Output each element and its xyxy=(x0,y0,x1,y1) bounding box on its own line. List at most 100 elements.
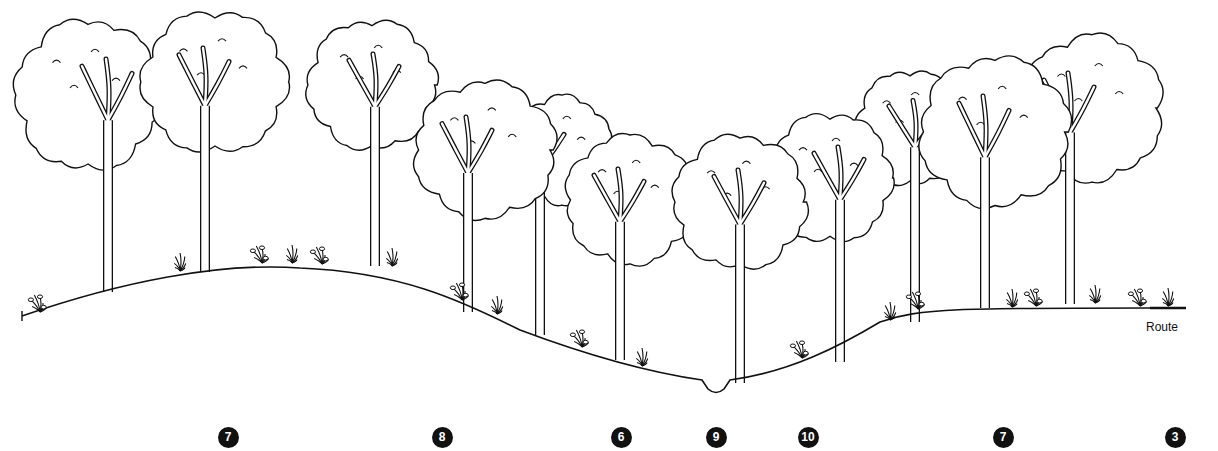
tree-branch xyxy=(373,54,376,107)
tree-branch xyxy=(740,183,764,225)
tree-branch xyxy=(618,169,621,222)
plant-leaf xyxy=(497,296,498,314)
plant-tuft xyxy=(1162,288,1173,306)
plant-leaf xyxy=(497,306,503,314)
tree-branch xyxy=(179,55,205,106)
plant-leaf xyxy=(642,352,647,367)
tree-trunk xyxy=(200,106,210,272)
tree-branch xyxy=(1070,87,1094,133)
tree xyxy=(140,12,290,272)
plant-tuft xyxy=(310,247,328,264)
leaf-mark xyxy=(70,85,78,88)
plant-leaf xyxy=(1012,299,1018,307)
tree-branch xyxy=(840,159,864,199)
tree-branch xyxy=(442,124,468,174)
leaf-mark xyxy=(563,116,571,119)
tree-branch xyxy=(468,130,492,173)
plant-leaf xyxy=(885,306,890,321)
plant-leaf xyxy=(1163,292,1168,307)
plant-leaf xyxy=(392,248,393,266)
plant-leaf xyxy=(1095,289,1100,304)
tree-branch xyxy=(738,170,741,224)
tree-branch xyxy=(814,153,840,200)
tree-branch xyxy=(714,176,740,224)
plant-leaf xyxy=(28,298,33,302)
leaf-mark xyxy=(488,108,496,111)
plant-tuft xyxy=(790,341,808,358)
leaf-mark xyxy=(1074,99,1082,102)
plant-leaf xyxy=(637,352,642,367)
tree-branch xyxy=(179,55,205,106)
tree-trunk xyxy=(371,107,378,266)
plant-leaf xyxy=(1033,289,1038,293)
leaf-mark xyxy=(998,86,1006,89)
plant-tuft xyxy=(1128,289,1146,306)
tree-trunk xyxy=(1066,133,1073,305)
tree-trunk xyxy=(736,224,743,383)
tree-branch xyxy=(1070,87,1094,133)
leaf-mark xyxy=(1115,92,1123,95)
tree-branch xyxy=(738,170,741,224)
tree-branch xyxy=(466,117,469,173)
tree-branch xyxy=(740,183,764,225)
plant-leaf xyxy=(292,249,297,264)
tree-branch xyxy=(442,124,468,174)
plant-leaf xyxy=(915,292,920,296)
leaf-mark xyxy=(1095,64,1103,67)
tree-branch xyxy=(375,66,399,106)
callout-number: 10 xyxy=(798,427,819,448)
plant-leaf xyxy=(918,294,919,309)
plant-leaf xyxy=(906,295,911,299)
tree-branch xyxy=(618,169,621,222)
tree-trunk xyxy=(735,224,745,383)
leaf-mark xyxy=(883,101,891,104)
plant-leaf xyxy=(180,253,181,271)
plant-leaf xyxy=(262,258,269,263)
leaf-mark xyxy=(742,161,750,164)
tree-trunk xyxy=(463,173,473,312)
plant-tuft xyxy=(570,330,588,347)
plant-leaf xyxy=(642,358,648,366)
plant-leaf xyxy=(180,268,185,272)
leaf-mark xyxy=(91,49,99,52)
tree-branch xyxy=(468,130,492,173)
plant-leaf xyxy=(1036,301,1043,306)
tree-branch xyxy=(203,48,206,106)
plant-leaf xyxy=(1095,295,1101,303)
plant-leaf xyxy=(570,333,575,337)
leaf-mark xyxy=(911,93,919,96)
plant-leaf xyxy=(292,255,298,263)
leaf-mark xyxy=(53,60,61,63)
tree-branch xyxy=(983,96,986,157)
plant-leaf xyxy=(462,295,469,300)
tree xyxy=(13,19,163,292)
plant-leaf xyxy=(1140,301,1147,306)
plant-tuft xyxy=(386,248,397,266)
plant-leaf xyxy=(287,249,292,264)
leaf-mark xyxy=(707,171,715,174)
tree-branch xyxy=(714,176,740,224)
leaf-mark xyxy=(832,138,840,141)
plant-leaf xyxy=(392,258,398,266)
leaf-mark xyxy=(112,78,120,81)
tree-branch xyxy=(913,101,916,148)
plant-leaf xyxy=(1036,291,1037,306)
tree-trunk xyxy=(104,120,111,292)
plant-leaf xyxy=(250,249,255,253)
leaf-mark xyxy=(180,49,188,52)
callout-number: 8 xyxy=(432,427,453,448)
plant-leaf xyxy=(890,302,891,320)
plant-tuft xyxy=(1089,285,1100,303)
plant-leaf xyxy=(890,306,895,321)
plant-leaf xyxy=(387,252,392,267)
callout-number: 3 xyxy=(1165,427,1186,448)
leaf-mark xyxy=(1020,115,1028,118)
tree-branch xyxy=(349,60,375,106)
tree-trunk xyxy=(103,120,113,292)
tree xyxy=(414,80,558,312)
plant-leaf xyxy=(492,300,497,315)
plant-leaf xyxy=(497,311,502,315)
plant-leaf xyxy=(292,260,297,264)
tree-branch xyxy=(838,147,841,200)
